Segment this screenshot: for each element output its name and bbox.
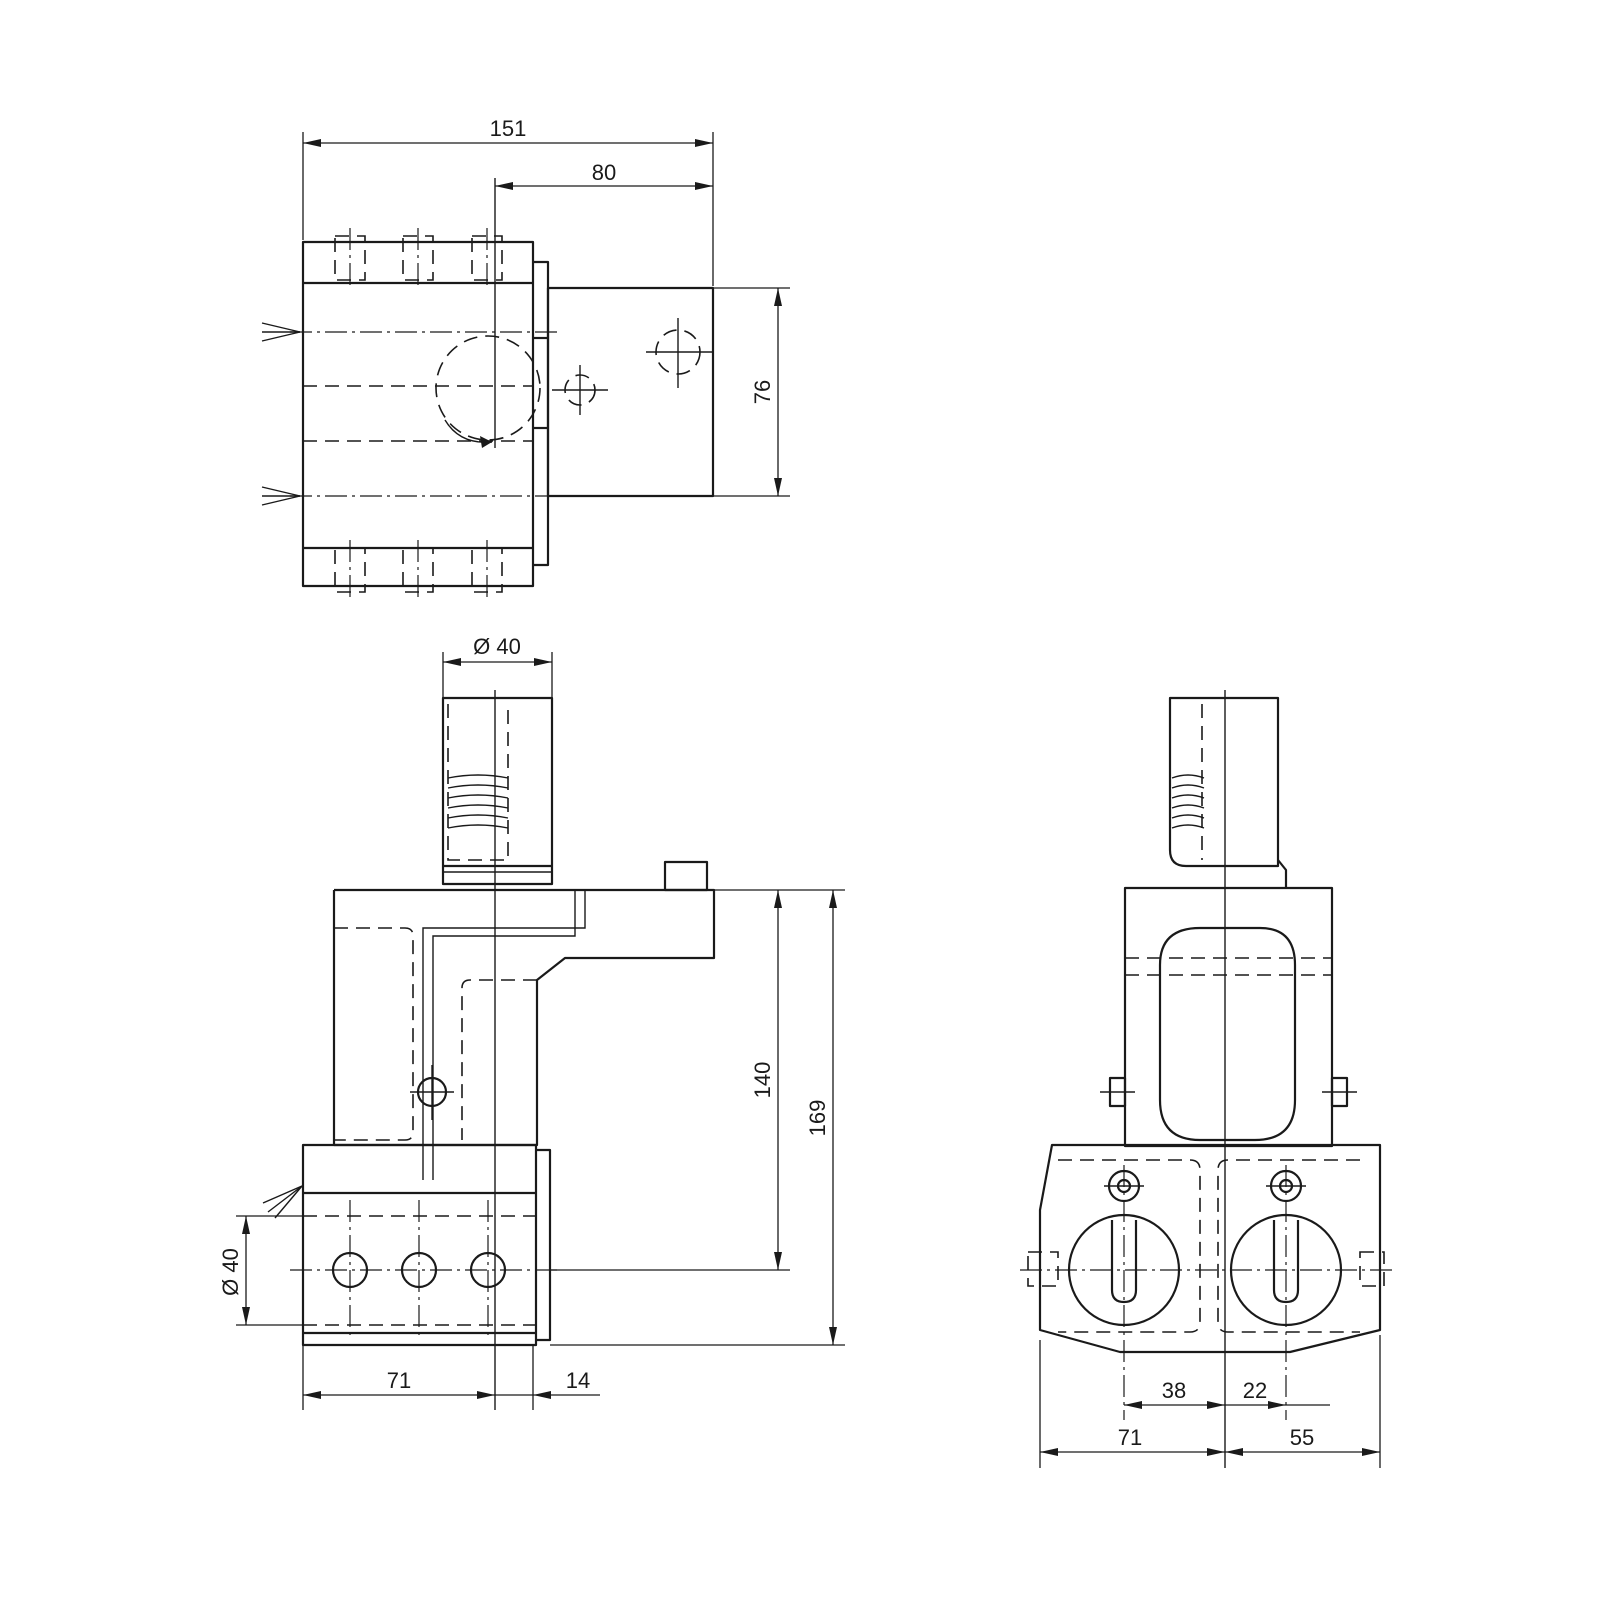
- dim-front-71-label: 71: [387, 1368, 411, 1393]
- top-rotation-arrowhead: [480, 436, 492, 448]
- dim-169-label: 169: [805, 1100, 830, 1137]
- front-shank-thread: [447, 774, 509, 829]
- dim-shank-diameter-label: Ø 40: [473, 634, 521, 659]
- dim-bore-diameter-label: Ø 40: [218, 1248, 243, 1296]
- front-lower-flange: [536, 1148, 552, 1342]
- side-slot-left: [1110, 1220, 1138, 1304]
- side-pin-right: [1359, 1251, 1385, 1287]
- top-coolant-arrows: [261, 322, 301, 506]
- side-hidden-right: [1217, 1159, 1360, 1333]
- side-slot-right: [1272, 1220, 1300, 1304]
- front-top-key: [663, 860, 709, 892]
- side-shank-thread: [1171, 774, 1205, 829]
- top-upper-screws: [334, 228, 503, 290]
- front-coolant-channel-1: [422, 890, 586, 1180]
- dim-side-22-label: 22: [1243, 1378, 1267, 1403]
- top-body-outline: [301, 240, 535, 588]
- front-hidden-pocket-left: [334, 927, 414, 1141]
- dim-76-label: 76: [750, 380, 775, 404]
- front-view-dimensions: Ø 40 Ø 40 140 169 71 14: [218, 634, 845, 1410]
- dim-front-14-label: 14: [566, 1368, 590, 1393]
- side-hidden-left: [1058, 1159, 1201, 1333]
- front-lower-block: [301, 1143, 538, 1347]
- top-lower-screws: [334, 540, 503, 600]
- front-coolant-channel-2: [432, 890, 576, 1180]
- dim-side-38-label: 38: [1162, 1378, 1186, 1403]
- top-view: [261, 178, 715, 600]
- top-view-dimensions: 151 80 76: [302, 116, 790, 497]
- side-shank-step: [1277, 859, 1288, 888]
- top-block-outline: [546, 286, 715, 498]
- side-lower-block: [1038, 1143, 1382, 1354]
- top-flange: [533, 260, 550, 567]
- side-shank: [1168, 696, 1280, 868]
- side-window: [1158, 926, 1297, 1142]
- front-coolant-arrow: [262, 1185, 303, 1219]
- dim-side-71-label: 71: [1118, 1425, 1142, 1450]
- dim-140-label: 140: [750, 1062, 775, 1099]
- top-rotation-circle: [435, 335, 541, 441]
- dim-side-55-label: 55: [1290, 1425, 1314, 1450]
- side-housing: [1123, 886, 1334, 1148]
- dim-80-label: 80: [592, 160, 616, 185]
- side-view-dimensions: 38 22 71 55: [1039, 1335, 1381, 1468]
- side-view: [1020, 690, 1395, 1468]
- dim-151-label: 151: [490, 116, 527, 141]
- front-shank: [441, 696, 554, 886]
- front-hidden-pocket-right: [461, 979, 537, 1140]
- side-pin-left: [1027, 1251, 1059, 1287]
- front-view: [262, 690, 716, 1410]
- front-shank-hidden: [447, 704, 509, 861]
